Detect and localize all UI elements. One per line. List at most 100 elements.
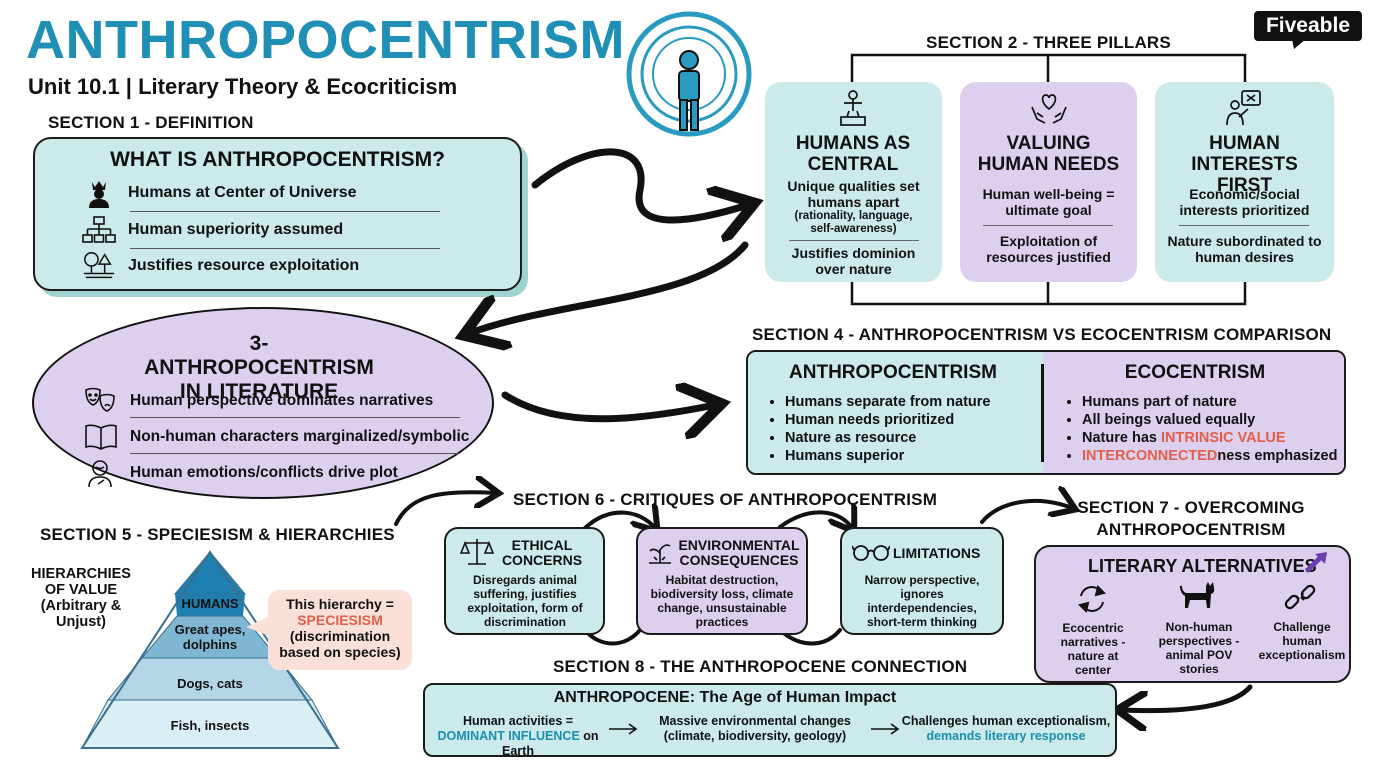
brand-label: Fiveable	[1265, 14, 1351, 37]
arrow-crit1-to-crit2	[583, 513, 655, 528]
section1-label: SECTION 1 - DEFINITION	[48, 113, 254, 132]
intrinsic-value-highlight: INTRINSIC VALUE	[1160, 430, 1286, 446]
section3-label: 3- ANTHROPOCENTRISM IN LITERATURE	[144, 332, 374, 403]
page-title: ANTHROPOCENTRISM	[26, 10, 625, 70]
eco-title: ECOCENTRISM	[1124, 362, 1266, 383]
anthro-item: Nature as resource	[785, 429, 990, 447]
eco-column	[1043, 352, 1344, 473]
hierarchy-icon	[82, 215, 116, 245]
eco-item: Nature has INTRINSIC VALUE	[1082, 429, 1337, 447]
literature-item-text: Human perspective dominates narratives	[130, 392, 434, 409]
pyramid-labels: HUMANS Great apes, dolphins Dogs, cats F…	[80, 550, 340, 750]
eco-list: Humans part of nature All beings valued …	[1066, 393, 1337, 465]
definition-item-text: Justifies resource exploitation	[128, 257, 360, 274]
pillar-text: Nature subordinated to human desires	[1167, 233, 1322, 265]
pyramid-level-pets: Dogs, cats	[177, 676, 243, 691]
section8-label: SECTION 8 - THE ANTHROPOCENE CONNECTION	[553, 657, 968, 676]
glasses-icon	[852, 545, 890, 561]
step-text: Human activities =	[462, 714, 574, 728]
divider	[130, 211, 440, 212]
divider	[983, 225, 1113, 226]
eco-item-text: ness emphasized	[1217, 448, 1338, 464]
thinking-person-icon	[84, 458, 118, 488]
step-text: Challenges human exceptionalism,	[901, 714, 1111, 728]
alternatives-heading: LITERARY ALTERNATIVES	[1088, 556, 1317, 576]
pillar-text: Justifies dominion over nature	[791, 245, 916, 277]
anthro-item: Humans superior	[785, 447, 990, 465]
step-arrow-icon	[609, 723, 638, 735]
pillar-card	[960, 82, 1137, 282]
alternative-text: Challenge human exceptionalism	[1258, 620, 1346, 662]
interconnected-highlight: INTERCONNECTED	[1082, 448, 1218, 464]
pillar-text: Human well-being = ultimate goal	[982, 186, 1115, 218]
arrow-sec6-to-sec7	[980, 501, 1072, 524]
pillar-title: VALUING HUMAN NEEDS	[977, 133, 1120, 175]
hierarchy-side-label-2: (Arbitrary & Unjust)	[40, 598, 122, 630]
callout-text: This hierarchy =	[286, 596, 394, 612]
anthro-item: Humans separate from nature	[785, 393, 990, 411]
arrow-sec3-to-sec4	[501, 395, 715, 419]
podium-person-icon	[840, 90, 866, 126]
definition-item-text: Humans at Center of Universe	[128, 184, 357, 201]
literature-item: Non-human characters marginalized/symbol…	[84, 422, 469, 452]
comparison-table	[746, 350, 1346, 475]
section7-label: SECTION 7 - OVERCOMING ANTHROPOCENTRISM	[1077, 498, 1305, 539]
literature-item-text: Non-human characters marginalized/symbol…	[130, 428, 470, 445]
definition-card	[33, 137, 522, 291]
divider	[130, 453, 460, 454]
open-book-icon	[84, 422, 118, 452]
critique-title: ENVIRONMENTAL CONSEQUENCES	[678, 537, 800, 568]
section6-label: SECTION 6 - CRITIQUES OF ANTHROPOCENTRIS…	[513, 490, 938, 509]
cat-icon	[1179, 582, 1215, 608]
literature-item: Human perspective dominates narratives	[84, 386, 433, 416]
anthropocene-card	[423, 683, 1117, 757]
anthro-column	[748, 352, 1043, 473]
definition-heading: WHAT IS ANTHROPOCENTRISM?	[110, 148, 445, 171]
literature-item: Human emotions/conflicts drive plot	[84, 458, 398, 488]
king-person-icon	[82, 178, 116, 208]
eco-item: INTERCONNECTEDness emphasized	[1082, 447, 1337, 465]
definition-item: Human superiority assumed	[82, 215, 343, 245]
anthropocene-heading: ANTHROPOCENE: The Age of Human Impact	[553, 689, 897, 706]
speciesism-highlight: SPECIESISM	[297, 612, 383, 628]
pillar-small: (rationality, language, self-awareness)	[794, 210, 913, 235]
pyramid-level-humans: HUMANS	[181, 596, 239, 611]
heart-hands-icon	[1031, 94, 1067, 124]
anthro-item: Human needs prioritized	[785, 411, 990, 429]
alternatives-card	[1034, 545, 1351, 683]
page-subtitle: Unit 10.1 | Literary Theory & Ecocritici…	[28, 74, 458, 99]
critique-text: Disregards animal suffering, justifies e…	[467, 573, 583, 629]
pillar-card	[1155, 82, 1334, 282]
literature-oval	[32, 307, 494, 499]
anthropocene-step: Challenges human exceptionalism, demands…	[898, 714, 1114, 744]
section2-label: SECTION 2 - THREE PILLARS	[926, 33, 1171, 52]
pyramid-level-fish: Fish, insects	[170, 718, 250, 733]
literature-item-text: Human emotions/conflicts drive plot	[130, 464, 398, 481]
alternative-text: Ecocentric narratives - nature at center	[1060, 621, 1126, 677]
arrow-sec7-to-sec8	[1122, 684, 1253, 711]
arrow-sec1-to-sec2	[531, 148, 748, 220]
pyramid-level-apes: Great apes, dolphins	[174, 622, 246, 652]
section5-label: SECTION 5 - SPECIESISM & HIERARCHIES	[40, 525, 395, 544]
critique-text: Habitat destruction, biodiversity loss, …	[650, 573, 794, 629]
divider	[130, 417, 460, 418]
badge-tail-icon	[1292, 39, 1306, 49]
section4-label: SECTION 4 - ANTHROPOCENTRISM VS ECOCENTR…	[752, 325, 1332, 344]
critique-text: Narrow perspective, ignores interdepende…	[864, 573, 980, 629]
eco-item: Humans part of nature	[1082, 393, 1337, 411]
eco-item-text: Nature has	[1082, 430, 1161, 446]
speciesism-callout: This hierarchy = SPECIESISM (discriminat…	[268, 590, 412, 670]
literary-response-highlight: demands literary response	[926, 729, 1086, 743]
dominant-influence-highlight: DOMINANT INFLUENCE	[437, 729, 580, 743]
species-pyramid	[80, 550, 340, 749]
callout-text: (discrimination based on species)	[279, 628, 401, 660]
column-divider	[1041, 364, 1044, 462]
arrow-sec5-to-sec6	[394, 492, 495, 526]
critique-title: ETHICAL CONCERNS	[501, 537, 583, 568]
person-checklist-icon	[1226, 90, 1261, 126]
divider	[130, 248, 440, 249]
brand-badge: Fiveable	[1254, 11, 1362, 49]
pillar-title: HUMANS AS CENTRAL	[795, 133, 911, 175]
cycle-arrows-icon	[1078, 585, 1106, 613]
